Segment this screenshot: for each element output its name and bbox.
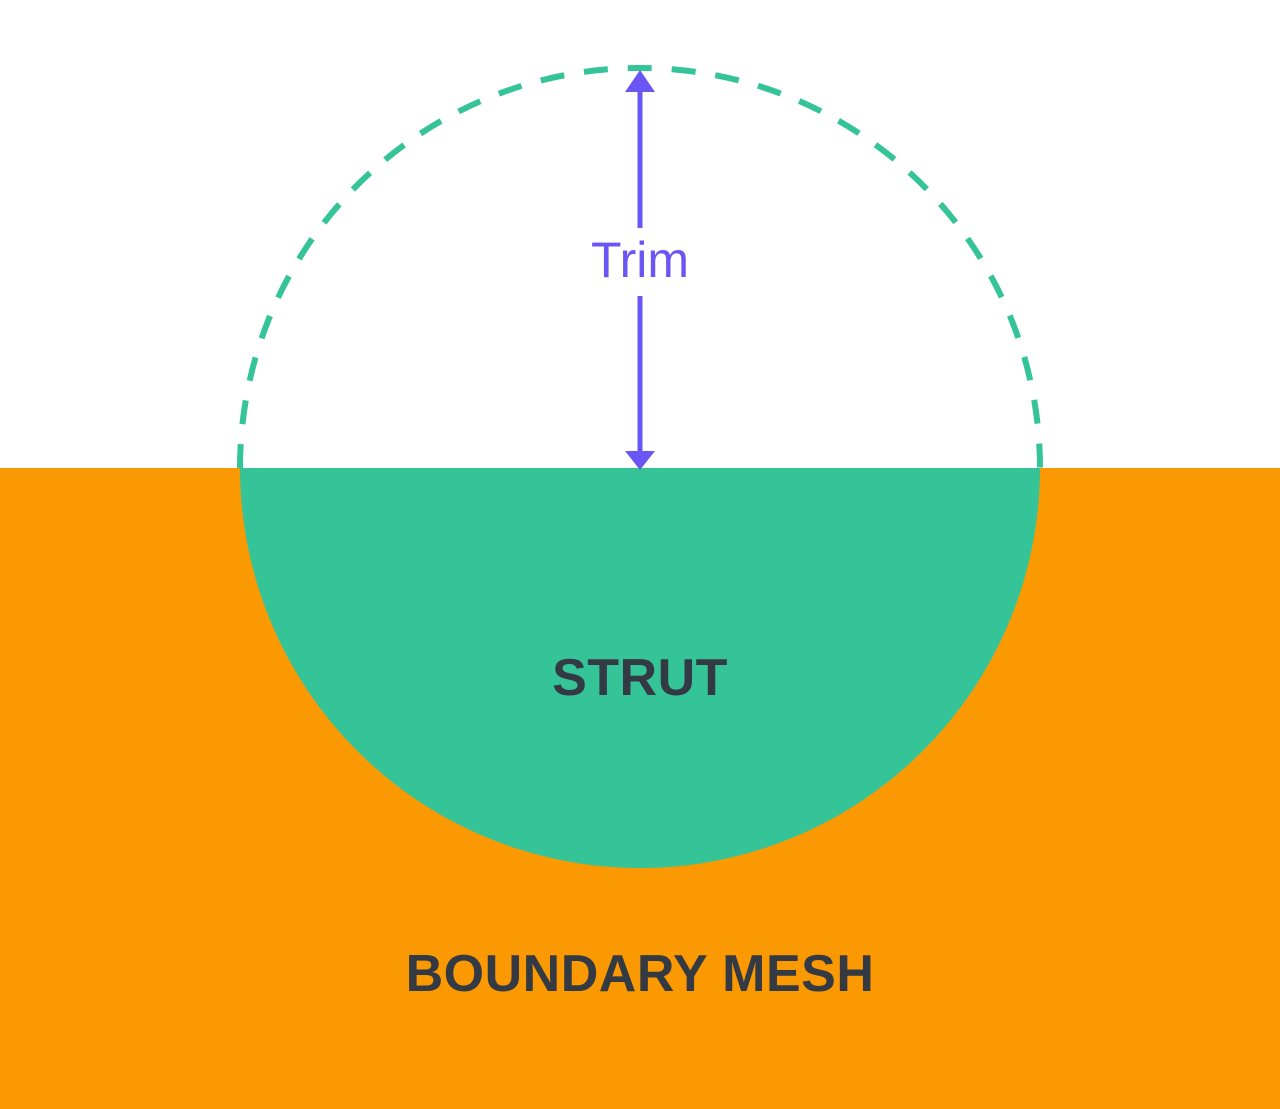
- boundary-mesh-label: BOUNDARY MESH: [405, 945, 875, 1003]
- strut-fill: [240, 468, 1040, 868]
- arrow-down-icon: [625, 451, 655, 470]
- trim-label: Trim: [590, 232, 690, 288]
- trimmed-outline-dashed: [237, 65, 1043, 469]
- arrow-up-icon: [625, 70, 655, 92]
- strut-label: STRUT: [552, 649, 728, 707]
